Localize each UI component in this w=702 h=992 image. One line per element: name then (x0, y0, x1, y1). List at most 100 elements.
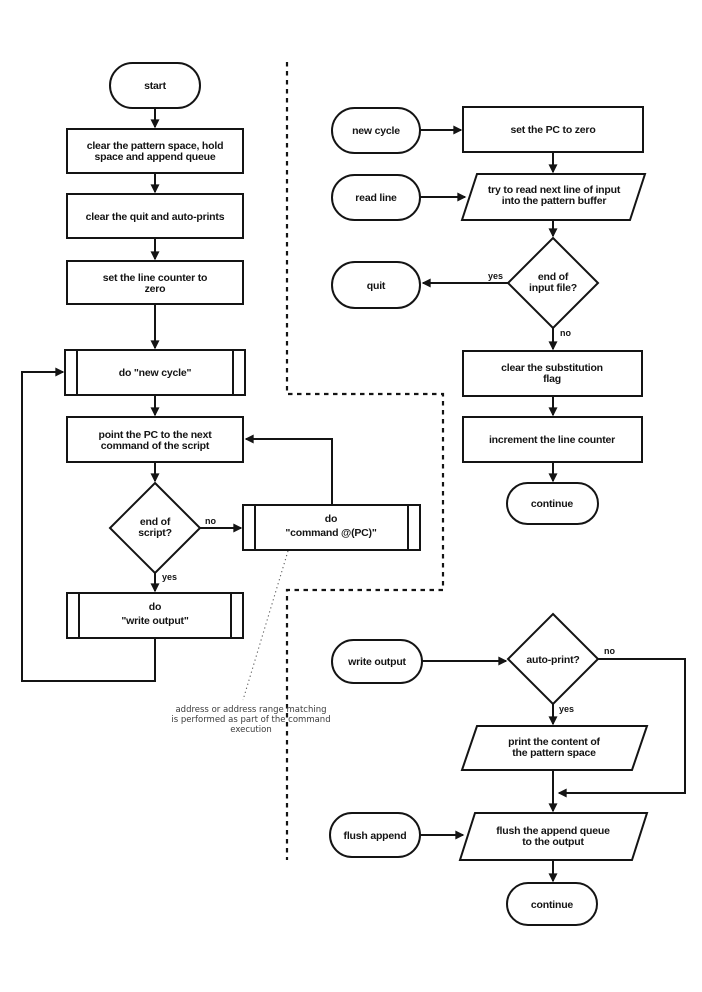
do-write-output-label-line2: "write output" (121, 615, 188, 627)
increment-lc-label: increment the line counter (489, 434, 615, 446)
node-point-pc: point the PC to the next command of the … (66, 416, 244, 463)
edge-do-command-to-point-pc (244, 434, 333, 505)
edge-auto-print-no-bypass (557, 658, 686, 798)
flush-queue-label-line1: flush the append queue (496, 825, 610, 837)
write-output-label: write output (347, 656, 406, 668)
clear-pattern-label-line2: space and append queue (94, 151, 215, 163)
do-write-output-label-line1: do (149, 601, 161, 613)
try-read-label-line2: into the pattern buffer (502, 195, 607, 207)
node-flush-append-entry: flush append (329, 812, 421, 858)
auto-print-label: auto-print? (526, 654, 579, 666)
do-new-cycle-subroutine-shape (64, 349, 246, 396)
node-increment-line-counter: increment the line counter (462, 416, 643, 463)
set-line-counter-process-shape (66, 260, 244, 305)
end-of-input-label-line2: input file? (529, 282, 577, 294)
flush-queue-io-shape (458, 812, 649, 861)
node-new-cycle-entry: new cycle (331, 107, 421, 154)
end-of-input-diamond-shape (506, 236, 600, 330)
node-do-command: do "command @(PC)" (242, 504, 421, 551)
set-line-counter-label-line2: zero (145, 283, 166, 295)
quit-label: quit (367, 280, 386, 292)
clear-pattern-label-line1: clear the pattern space, hold (87, 140, 224, 152)
print-content-label-line1: print the content of (508, 736, 600, 748)
continue-write-terminator-shape (506, 882, 598, 926)
increment-lc-process-shape (462, 416, 643, 463)
clear-subst-label-line1: clear the substitution (501, 362, 603, 374)
node-write-output-entry: write output (331, 639, 423, 684)
node-end-of-input-decision: end of input file? (506, 236, 600, 330)
node-do-write-output: do "write output" (66, 592, 244, 639)
annotation-line3: execution (230, 725, 271, 735)
end-of-script-yes-label: yes (162, 572, 177, 582)
annotation-pointer-dotted-line (242, 550, 289, 701)
write-output-terminator-shape (331, 639, 423, 684)
node-continue-write-cycle: continue (506, 882, 598, 926)
do-new-cycle-label: do "new cycle" (119, 367, 192, 379)
print-content-label-line2: the pattern space (512, 747, 596, 759)
try-read-label-line1: try to read next line of input (488, 184, 621, 196)
node-set-pc-zero: set the PC to zero (462, 106, 644, 153)
new-cycle-label: new cycle (352, 125, 400, 137)
do-command-subroutine-shape (242, 504, 421, 551)
node-print-pattern-space: print the content of the pattern space (460, 725, 649, 771)
node-try-read-input: try to read next line of input into the … (460, 173, 647, 221)
auto-print-no-label: no (604, 646, 615, 656)
start-terminator-shape (109, 62, 201, 109)
end-of-script-diamond-shape (108, 481, 202, 575)
do-command-label-line1: do (325, 513, 337, 525)
annotation-line2: is performed as part of the command (171, 715, 330, 725)
node-start: start (109, 62, 201, 109)
read-line-label: read line (355, 192, 397, 204)
quit-terminator-shape (331, 261, 421, 309)
node-end-of-script-decision: end of script? (108, 481, 202, 575)
set-pc-zero-process-shape (462, 106, 644, 153)
node-auto-print-decision: auto-print? (506, 612, 600, 706)
point-pc-label-line1: point the PC to the next (98, 429, 212, 441)
node-continue-read-cycle: continue (506, 482, 599, 525)
auto-print-diamond-shape (506, 612, 600, 706)
end-of-script-label-line2: script? (138, 527, 172, 539)
node-clear-substitution-flag: clear the substitution flag (462, 350, 643, 397)
do-command-label-line2: "command @(PC)" (285, 527, 377, 539)
try-read-io-shape (460, 173, 647, 221)
annotation-note: address or address range matching is per… (171, 705, 330, 735)
branch-labels: no yes yes no no yes (162, 271, 615, 714)
node-clear-quit-autoprints: clear the quit and auto-prints (66, 193, 244, 239)
clear-pattern-process-shape (66, 128, 244, 174)
continue-read-terminator-shape (506, 482, 599, 525)
node-clear-pattern-space: clear the pattern space, hold space and … (66, 128, 244, 174)
end-of-input-label-line1: end of (538, 271, 569, 283)
print-content-io-shape (460, 725, 649, 771)
node-read-line-entry: read line (331, 174, 421, 221)
flush-queue-label-line2: to the output (522, 836, 584, 848)
point-pc-process-shape (66, 416, 244, 463)
clear-quit-process-shape (66, 193, 244, 239)
auto-print-yes-label: yes (559, 704, 574, 714)
annotation-line1: address or address range matching (175, 705, 326, 715)
edge-write-output-loop (21, 367, 156, 682)
read-line-terminator-shape (331, 174, 421, 221)
flush-append-terminator-shape (329, 812, 421, 858)
do-write-output-subroutine-shape (66, 592, 244, 639)
section-divider-dashed-line (285, 62, 445, 860)
node-quit: quit (331, 261, 421, 309)
flow-arrows (21, 108, 686, 883)
end-of-script-label-line1: end of (140, 516, 171, 528)
clear-subst-label-line2: flag (543, 373, 561, 385)
start-label: start (144, 80, 166, 92)
continue-read-label: continue (531, 498, 574, 510)
node-do-new-cycle: do "new cycle" (64, 349, 246, 396)
point-pc-label-line2: command of the script (101, 440, 210, 452)
continue-write-label: continue (531, 899, 574, 911)
set-line-counter-label-line1: set the line counter to (103, 272, 208, 284)
end-of-script-no-label: no (205, 516, 216, 526)
new-cycle-terminator-shape (331, 107, 421, 154)
end-of-input-yes-label: yes (488, 271, 503, 281)
node-set-line-counter: set the line counter to zero (66, 260, 244, 305)
set-pc-zero-label: set the PC to zero (510, 124, 595, 136)
flush-append-label: flush append (344, 830, 407, 842)
end-of-input-no-label: no (560, 328, 571, 338)
node-flush-append-queue: flush the append queue to the output (458, 812, 649, 861)
